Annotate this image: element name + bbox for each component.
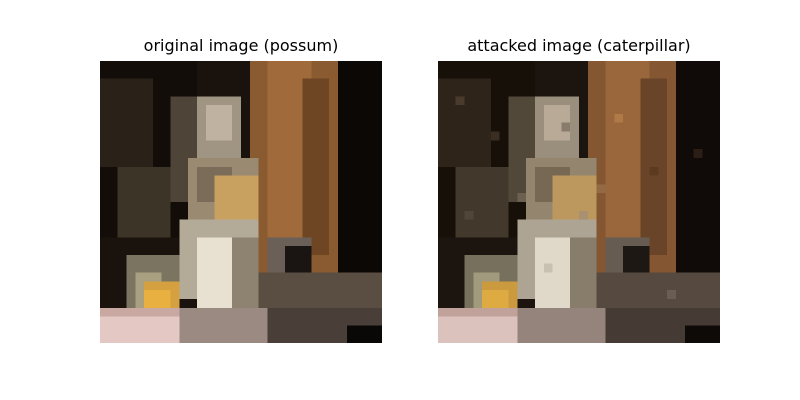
original-image-title: original image (possum)	[143, 36, 339, 55]
attacked-caterpillar-image	[438, 61, 720, 343]
attacked-image-title: attacked image (caterpillar)	[467, 36, 691, 55]
original-possum-image	[100, 61, 382, 343]
